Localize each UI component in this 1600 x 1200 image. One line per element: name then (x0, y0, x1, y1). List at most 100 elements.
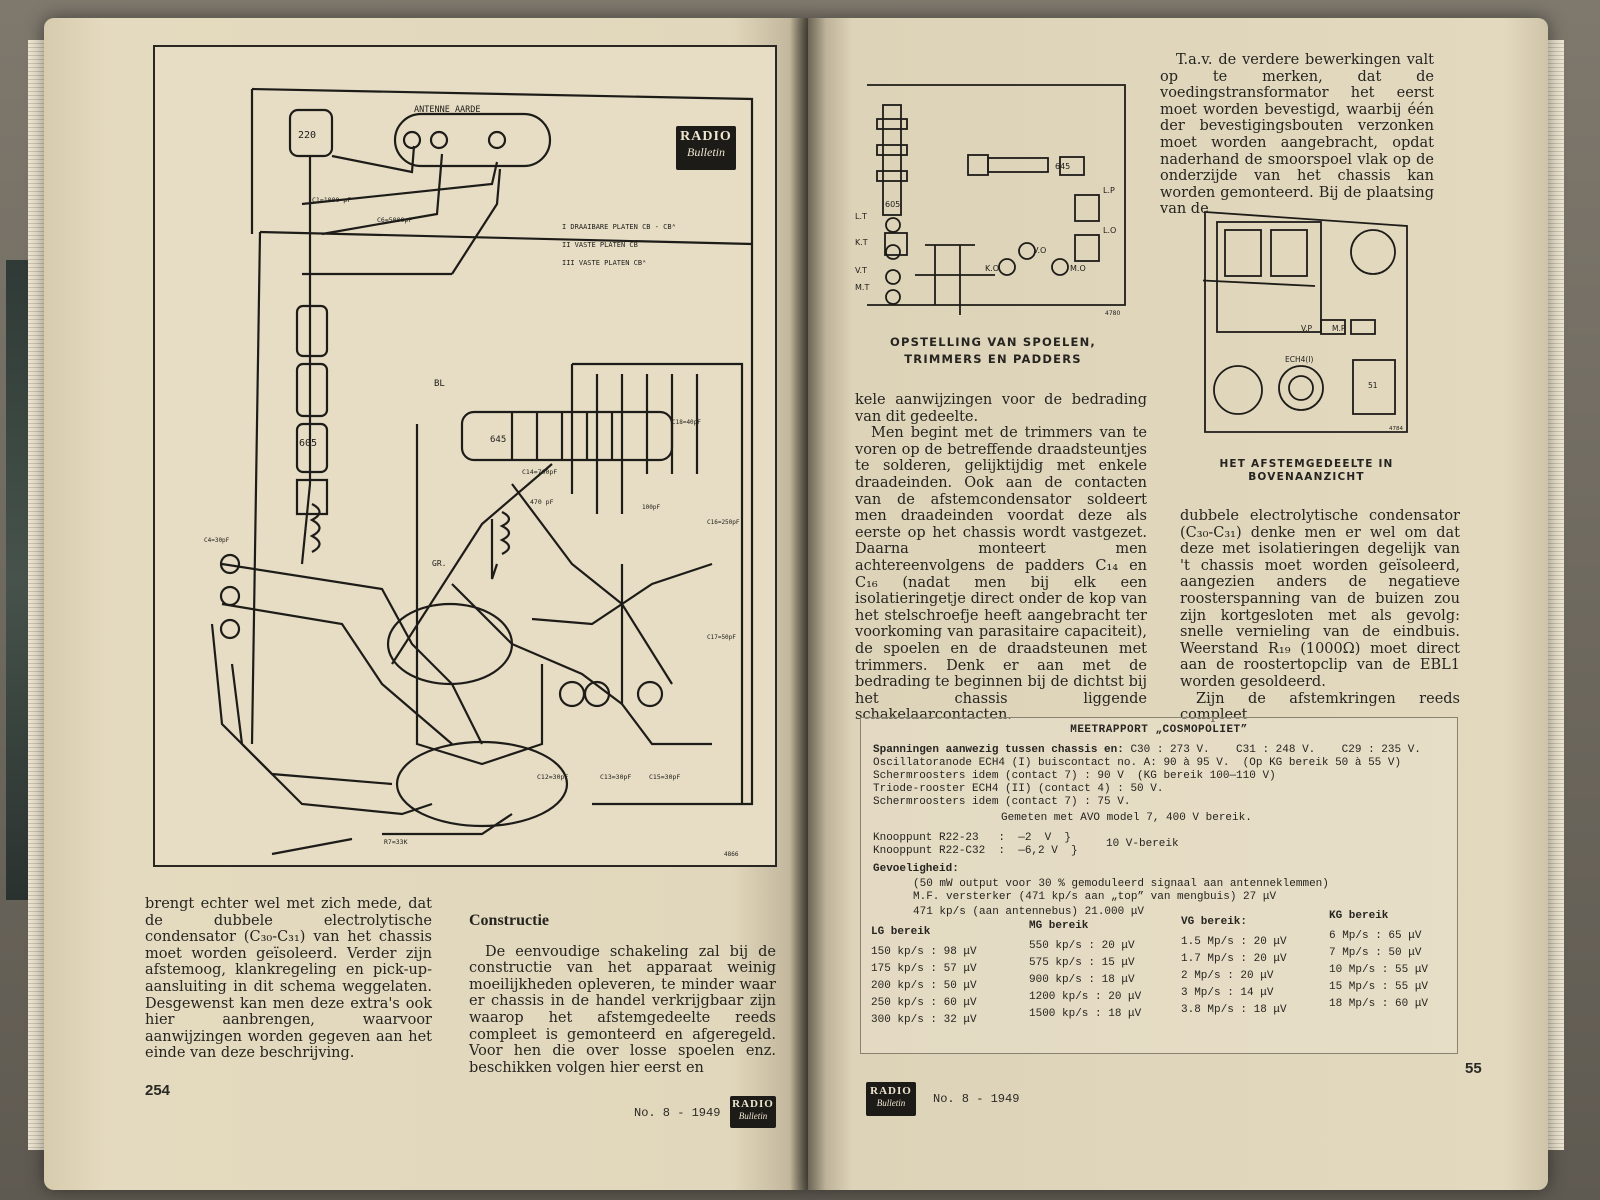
mr-line-12: 471 kp/s (aan antennebus) 21.000 μV (913, 906, 1145, 918)
diag1-label-mo: M.O (1070, 264, 1086, 273)
diagram2-caption: HET AFSTEMGEDEELTE IN BOVENAANZICHT (1219, 458, 1394, 483)
diag1-label-kt: K.T (855, 238, 868, 247)
band-lg-row: 250 kp/s : 60 μV (871, 997, 977, 1009)
band-vg-row: 3 Mp/s : 14 μV (1181, 987, 1274, 999)
mr-line-10: (50 mW output voor 30 % gemoduleerd sign… (913, 878, 1329, 890)
page-edges-right (1546, 40, 1564, 1150)
label-c16: C16=250pF (707, 519, 740, 526)
band-mg-row: 1500 kp/s : 18 μV (1029, 1008, 1142, 1020)
page-number-right: 55 (1465, 1060, 1482, 1077)
label-c17: C17=50pF (707, 634, 736, 641)
band-kg-header: KG bereik (1329, 910, 1389, 922)
diag1-label-lt: L.T (855, 212, 867, 221)
book-gutter-shadow (790, 18, 826, 1190)
right-left-paragraph-2: Men begint met de trimmers van te voren … (855, 425, 1147, 724)
right-column-right: dubbele electrolytische condensator (C₃₀… (1180, 508, 1460, 724)
diagram1-caption: OPSTELLING VAN SPOELEN, TRIMMERS EN PADD… (890, 335, 1096, 366)
page-edges-left (28, 40, 46, 1150)
cover-left-edge (6, 260, 32, 900)
band-kg-row: 18 Mp/s : 60 μV (1329, 998, 1429, 1010)
diag1-label-645: 645 (1055, 162, 1070, 171)
meetrapport-title: MEETRAPPORT „COSMOPOLIET” (1070, 724, 1248, 736)
radio-bulletin-logo-footer-right: RADIO Bulletin (866, 1082, 916, 1116)
mr-line1-rest: C30 : 273 V. C31 : 248 V. C29 : 235 V. (1123, 744, 1421, 756)
legend-i: I DRAAIBARE PLATEN CB - CBᴬ (562, 222, 676, 231)
tuning-section-diagram: V.P M.P ECH4(I) 51 4784 (1203, 211, 1408, 433)
right-right-paragraph-1: dubbele electrolytische condensator (C₃₀… (1180, 508, 1460, 690)
diag1-figure-number: 4780 (1105, 310, 1120, 317)
diag2-label-51: 51 (1368, 381, 1378, 390)
left-col2-paragraph: De eenvoudige schakeling zal bij de cons… (469, 943, 776, 1076)
mr-line1-bold: Spanningen aanwezig tussen chassis en: (873, 744, 1124, 756)
radio-bulletin-logo-footer-left: RADIO Bulletin (730, 1096, 776, 1128)
right-left-paragraph-1: kele aanwijzingen voor de bedrading van … (855, 392, 1147, 425)
mr-line-8: Knooppunt R22-C32 : —6,2 V } (873, 845, 1078, 857)
diag1-label-lp: L.P (1103, 186, 1115, 195)
diag1-label-vo: V.O (1033, 246, 1046, 255)
label-bl: BL (434, 379, 445, 389)
diag2-figure-number: 4784 (1389, 426, 1403, 432)
right-right-paragraph-2: Zijn de afstemkringen reeds compleet (1180, 690, 1460, 724)
legend-ii: II VASTE PLATEN CB (562, 241, 638, 249)
logo-text-radio: RADIO (680, 129, 732, 144)
coil-layout-diagram: 605 645 L.P L.O L.T K.T V.T M.T K.O V.O … (855, 84, 1126, 317)
diag2-label-vp: V.P (1301, 324, 1313, 333)
mr-line-5: Schermroosters idem (contact 7) : 75 V. (873, 796, 1131, 808)
band-vg: VG bereik: 1.5 Mp/s : 20 μV 1.7 Mp/s : 2… (1181, 914, 1287, 1019)
right-page (808, 18, 1548, 1190)
diag1-label-605: 605 (885, 200, 900, 209)
radio-bulletin-logo-schematic: RADIO Bulletin (676, 126, 736, 170)
label-c6: C6=5000pF (377, 216, 412, 224)
label-c13: C13=30pF (600, 773, 631, 781)
label-605: 605 (299, 438, 317, 449)
band-lg-header: LG bereik (871, 926, 931, 938)
band-mg-row: 1200 kp/s : 20 μV (1029, 991, 1142, 1003)
logo-text-bulletin: Bulletin (738, 1111, 768, 1121)
band-kg-row: 7 Mp/s : 50 μV (1329, 947, 1422, 959)
band-lg-row: 150 kp/s : 98 μV (871, 946, 977, 958)
footer-issue-left: No. 8 - 1949 (634, 1106, 721, 1120)
label-c15: C15=30pF (649, 773, 680, 781)
label-c14: C14=700pF (522, 468, 557, 476)
diag1-label-lo: L.O (1103, 226, 1116, 235)
mr-line-7-note: 10 V-bereik (1106, 838, 1179, 850)
mr-line-7: Knooppunt R22-23 : —2 V } (873, 832, 1072, 844)
logo-text-bulletin: Bulletin (687, 145, 725, 159)
band-vg-row: 2 Mp/s : 20 μV (1181, 970, 1274, 982)
diag2-label-ech4: ECH4(I) (1285, 355, 1314, 364)
band-vg-row: 3.8 Mp/s : 18 μV (1181, 1004, 1287, 1016)
label-c12: C12=30pF (537, 773, 568, 781)
right-column-left: kele aanwijzingen voor de bedrading van … (855, 392, 1147, 724)
diag2-label-mp: M.P (1332, 324, 1346, 333)
logo-text-radio: RADIO (732, 1098, 774, 1110)
mr-line-6: Gemeten met AVO model 7, 400 V bereik. (1001, 812, 1252, 824)
band-mg-row: 900 kp/s : 18 μV (1029, 974, 1135, 986)
label-470: 470 pF (530, 498, 554, 506)
band-mg-row: 550 kp/s : 20 μV (1029, 940, 1135, 952)
label-c4: C4=30pF (204, 537, 230, 544)
band-vg-row: 1.5 Mp/s : 20 μV (1181, 936, 1287, 948)
band-mg: MG bereik 550 kp/s : 20 μV 575 kp/s : 15… (1029, 918, 1141, 1023)
mr-line-2: Oscillatoranode ECH4 (I) buiscontact no.… (873, 757, 1402, 769)
label-r7: R7=33K (384, 838, 408, 846)
label-c18: C18=40pF (672, 419, 701, 426)
label-gr: GR. (432, 559, 446, 568)
band-kg-row: 6 Mp/s : 65 μV (1329, 930, 1422, 942)
band-kg: KG bereik 6 Mp/s : 65 μV 7 Mp/s : 50 μV … (1329, 908, 1428, 1013)
label-100: 100pF (642, 504, 660, 511)
schematic-figure-number: 4866 (724, 851, 739, 858)
label-645: 645 (490, 435, 506, 445)
mr-line-11: M.F. versterker (471 kp/s aan „top” van … (913, 891, 1277, 903)
left-column-2: Constructie De eenvoudige schakeling zal… (469, 912, 776, 1076)
band-mg-row: 575 kp/s : 15 μV (1029, 957, 1135, 969)
logo-text-radio: RADIO (870, 1085, 912, 1097)
band-kg-row: 15 Mp/s : 55 μV (1329, 981, 1429, 993)
band-lg-row: 300 kp/s : 32 μV (871, 1014, 977, 1026)
page-number-left: 254 (145, 1082, 171, 1099)
band-kg-row: 10 Mp/s : 55 μV (1329, 964, 1429, 976)
legend-iii: III VASTE PLATEN CBᴬ (562, 258, 646, 267)
diag1-label-ko: K.O (985, 264, 999, 273)
right-top-column: T.a.v. de verdere bewerkingen valt op te… (1160, 52, 1434, 218)
left-column-1: brengt echter wel met zich mede, dat de … (145, 896, 432, 1062)
